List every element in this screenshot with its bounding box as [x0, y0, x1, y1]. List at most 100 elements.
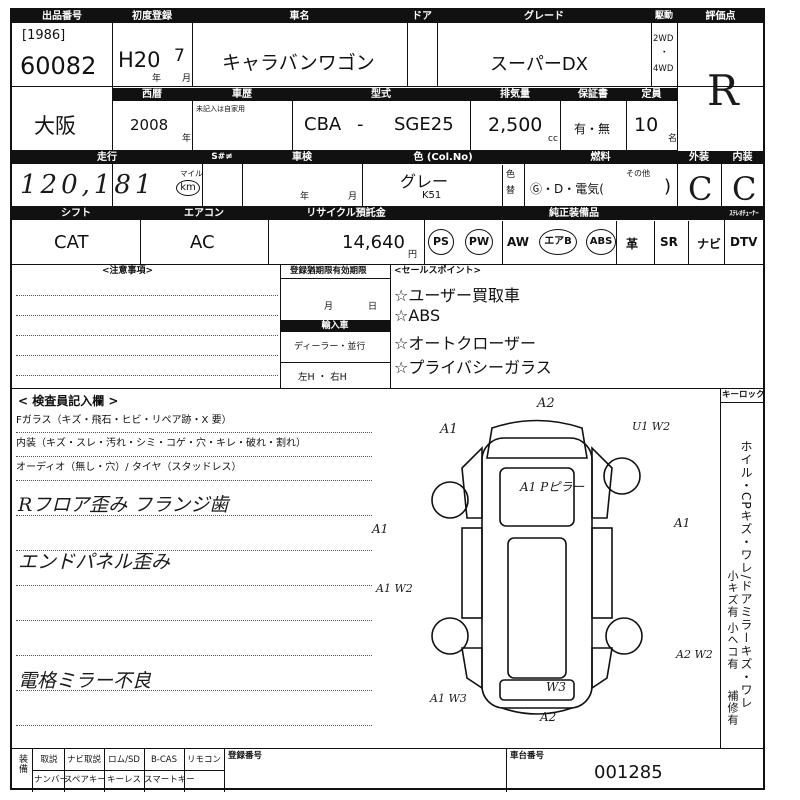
- front-left-fender: [461, 446, 483, 519]
- reg-deadline-month: 月: [324, 302, 334, 312]
- recycle-yen: 円: [408, 250, 418, 260]
- mark-u1-w2: U1 W2: [632, 420, 671, 433]
- exterior-header: 外装: [677, 151, 721, 164]
- grade-header: グレード: [437, 10, 651, 23]
- notes-header: <注意事項>: [102, 266, 154, 276]
- sales-point-1: ☆ユーザー買取車: [394, 286, 521, 305]
- vehicle-history-header: 車歴: [192, 88, 292, 101]
- side-small-scratch: 小キズ有: [726, 570, 739, 618]
- first-registration-header: 初度登録: [112, 10, 192, 23]
- interior-grade: C: [732, 170, 757, 208]
- inspector-header: < 検査員記入欄 >: [18, 394, 119, 408]
- color-code: K51: [422, 190, 442, 201]
- mark-a2-bottom: A2: [540, 710, 557, 724]
- model-year-unit: 年: [182, 134, 192, 144]
- mileage-unit-km: km: [176, 180, 200, 196]
- color-name: グレー: [400, 172, 449, 191]
- equipment-airbag: エアB: [539, 229, 577, 255]
- equipment-aw: AW: [507, 235, 529, 249]
- equipment-navi: ナビ: [697, 237, 722, 251]
- reg-deadline-header: 登録猶期限有効期限: [290, 266, 367, 276]
- first-reg-year-unit: 年: [152, 74, 162, 84]
- recycle-header: リサイクル預託金: [268, 207, 424, 220]
- equipment-pw: PW: [465, 229, 493, 255]
- type-code: SGE25: [394, 114, 454, 135]
- lot-number-header: 出品番号: [12, 10, 112, 23]
- capacity-unit: 名: [668, 134, 678, 144]
- chassis-number-value: 001285: [594, 762, 663, 783]
- legend-manual: 取説: [40, 755, 58, 765]
- mark-a1-w3-rear: A1 W3: [430, 692, 467, 705]
- mark-a1-pillar: A1 Pピラー: [520, 480, 585, 494]
- fuel-other-label: その他: [626, 169, 650, 178]
- stereo-tuner-header: ｽﾃﾚｵﾁｭｰﾅｰ: [724, 207, 764, 220]
- bottom-legend-label: 装備: [17, 754, 27, 774]
- shift-header: シフト: [12, 207, 140, 220]
- mark-a2-top: A2: [537, 396, 555, 411]
- displacement-unit: cc: [548, 134, 558, 144]
- wheel-front-left: [431, 481, 469, 519]
- type-dash: -: [357, 114, 364, 135]
- capacity-header: 定員: [626, 88, 677, 101]
- mark-a1-right-side: A1: [674, 516, 691, 530]
- mileage-header: 走行: [12, 151, 202, 164]
- score-value: R: [707, 66, 739, 115]
- grade-value: スーパーDX: [490, 54, 589, 75]
- mileage-value: 120,181: [20, 170, 156, 200]
- drive-header: 駆動: [651, 10, 677, 23]
- location: 大阪: [34, 114, 76, 138]
- wheel-rear-right: [605, 617, 643, 655]
- legend-remote: リモコン: [186, 755, 221, 765]
- door-header: ドア: [407, 10, 437, 23]
- sales-points-header: <セールスポイント>: [394, 266, 482, 276]
- handwritten-note-1: Rフロア歪み フランジ歯: [18, 494, 229, 516]
- private-use-note: 未記入は自家用: [196, 105, 245, 113]
- drive-4wd: 4WD: [653, 64, 674, 74]
- car-windshield: [499, 467, 575, 527]
- equipment-leather: 革: [626, 237, 639, 251]
- warranty-header: 保証書: [560, 88, 626, 101]
- chassis-number-label: 車台番号: [510, 751, 545, 761]
- side-small-dent: 小ヘコ有: [726, 622, 739, 670]
- shaken-month-unit: 月: [348, 192, 358, 202]
- interior-header: 内装: [721, 151, 764, 164]
- car-rear-window: [499, 679, 575, 701]
- legend-spare-key: スペアキー: [64, 775, 106, 785]
- right-side-panel: [591, 527, 613, 619]
- first-reg-month: 7: [174, 46, 185, 66]
- import-header: 輸入車: [280, 320, 390, 332]
- mark-w3-rear: W3: [546, 680, 566, 694]
- shaken-header: 車検: [242, 151, 362, 164]
- wheel-front-right: [603, 457, 641, 495]
- sales-point-2: ☆ABS: [394, 306, 441, 325]
- score-header: 評価点: [677, 10, 764, 23]
- equipment-sr: SR: [660, 235, 678, 249]
- registration-number-label: 登録番号: [228, 751, 263, 761]
- fuel-header: 燃料: [524, 151, 677, 164]
- legend-navi-manual: ナビ取説: [66, 755, 101, 765]
- inspection-line-interior: 内装（キズ・スレ・汚れ・シミ・コゲ・穴・キレ・破れ・割れ）: [16, 438, 306, 449]
- legend-bcas: B-CAS: [150, 755, 178, 765]
- side-repair: 補修有: [726, 690, 739, 726]
- fuel-close: ): [664, 176, 672, 197]
- model-year-header: 西暦: [112, 88, 192, 101]
- first-reg-era: H20: [118, 48, 161, 72]
- lot-year-tag: [1986]: [22, 28, 66, 43]
- inspection-line-glass: Fガラス（キズ・飛石・ヒビ・リペア跡・X 要）: [16, 415, 232, 426]
- wheel-rear-left: [431, 617, 469, 655]
- lot-number: 60082: [20, 52, 97, 80]
- car-roof: [507, 537, 567, 679]
- first-reg-month-unit: 月: [182, 74, 192, 84]
- legend-smart-key: スマートキー: [144, 775, 195, 785]
- model-year: 2008: [130, 116, 169, 134]
- color-label-kae: 替: [506, 186, 516, 196]
- displacement-value: 2,500: [488, 114, 543, 136]
- drive-2wd: 2WD: [653, 34, 674, 44]
- aircon-value: AC: [190, 232, 215, 253]
- model-type-header: 型式: [292, 88, 470, 101]
- capacity-value: 10: [634, 114, 659, 136]
- mileage-unit-mile: マイル: [180, 169, 203, 178]
- exterior-grade: C: [688, 170, 713, 208]
- legend-rom-sd: ロム/SD: [108, 755, 140, 765]
- color-label-iro: 色: [506, 170, 516, 180]
